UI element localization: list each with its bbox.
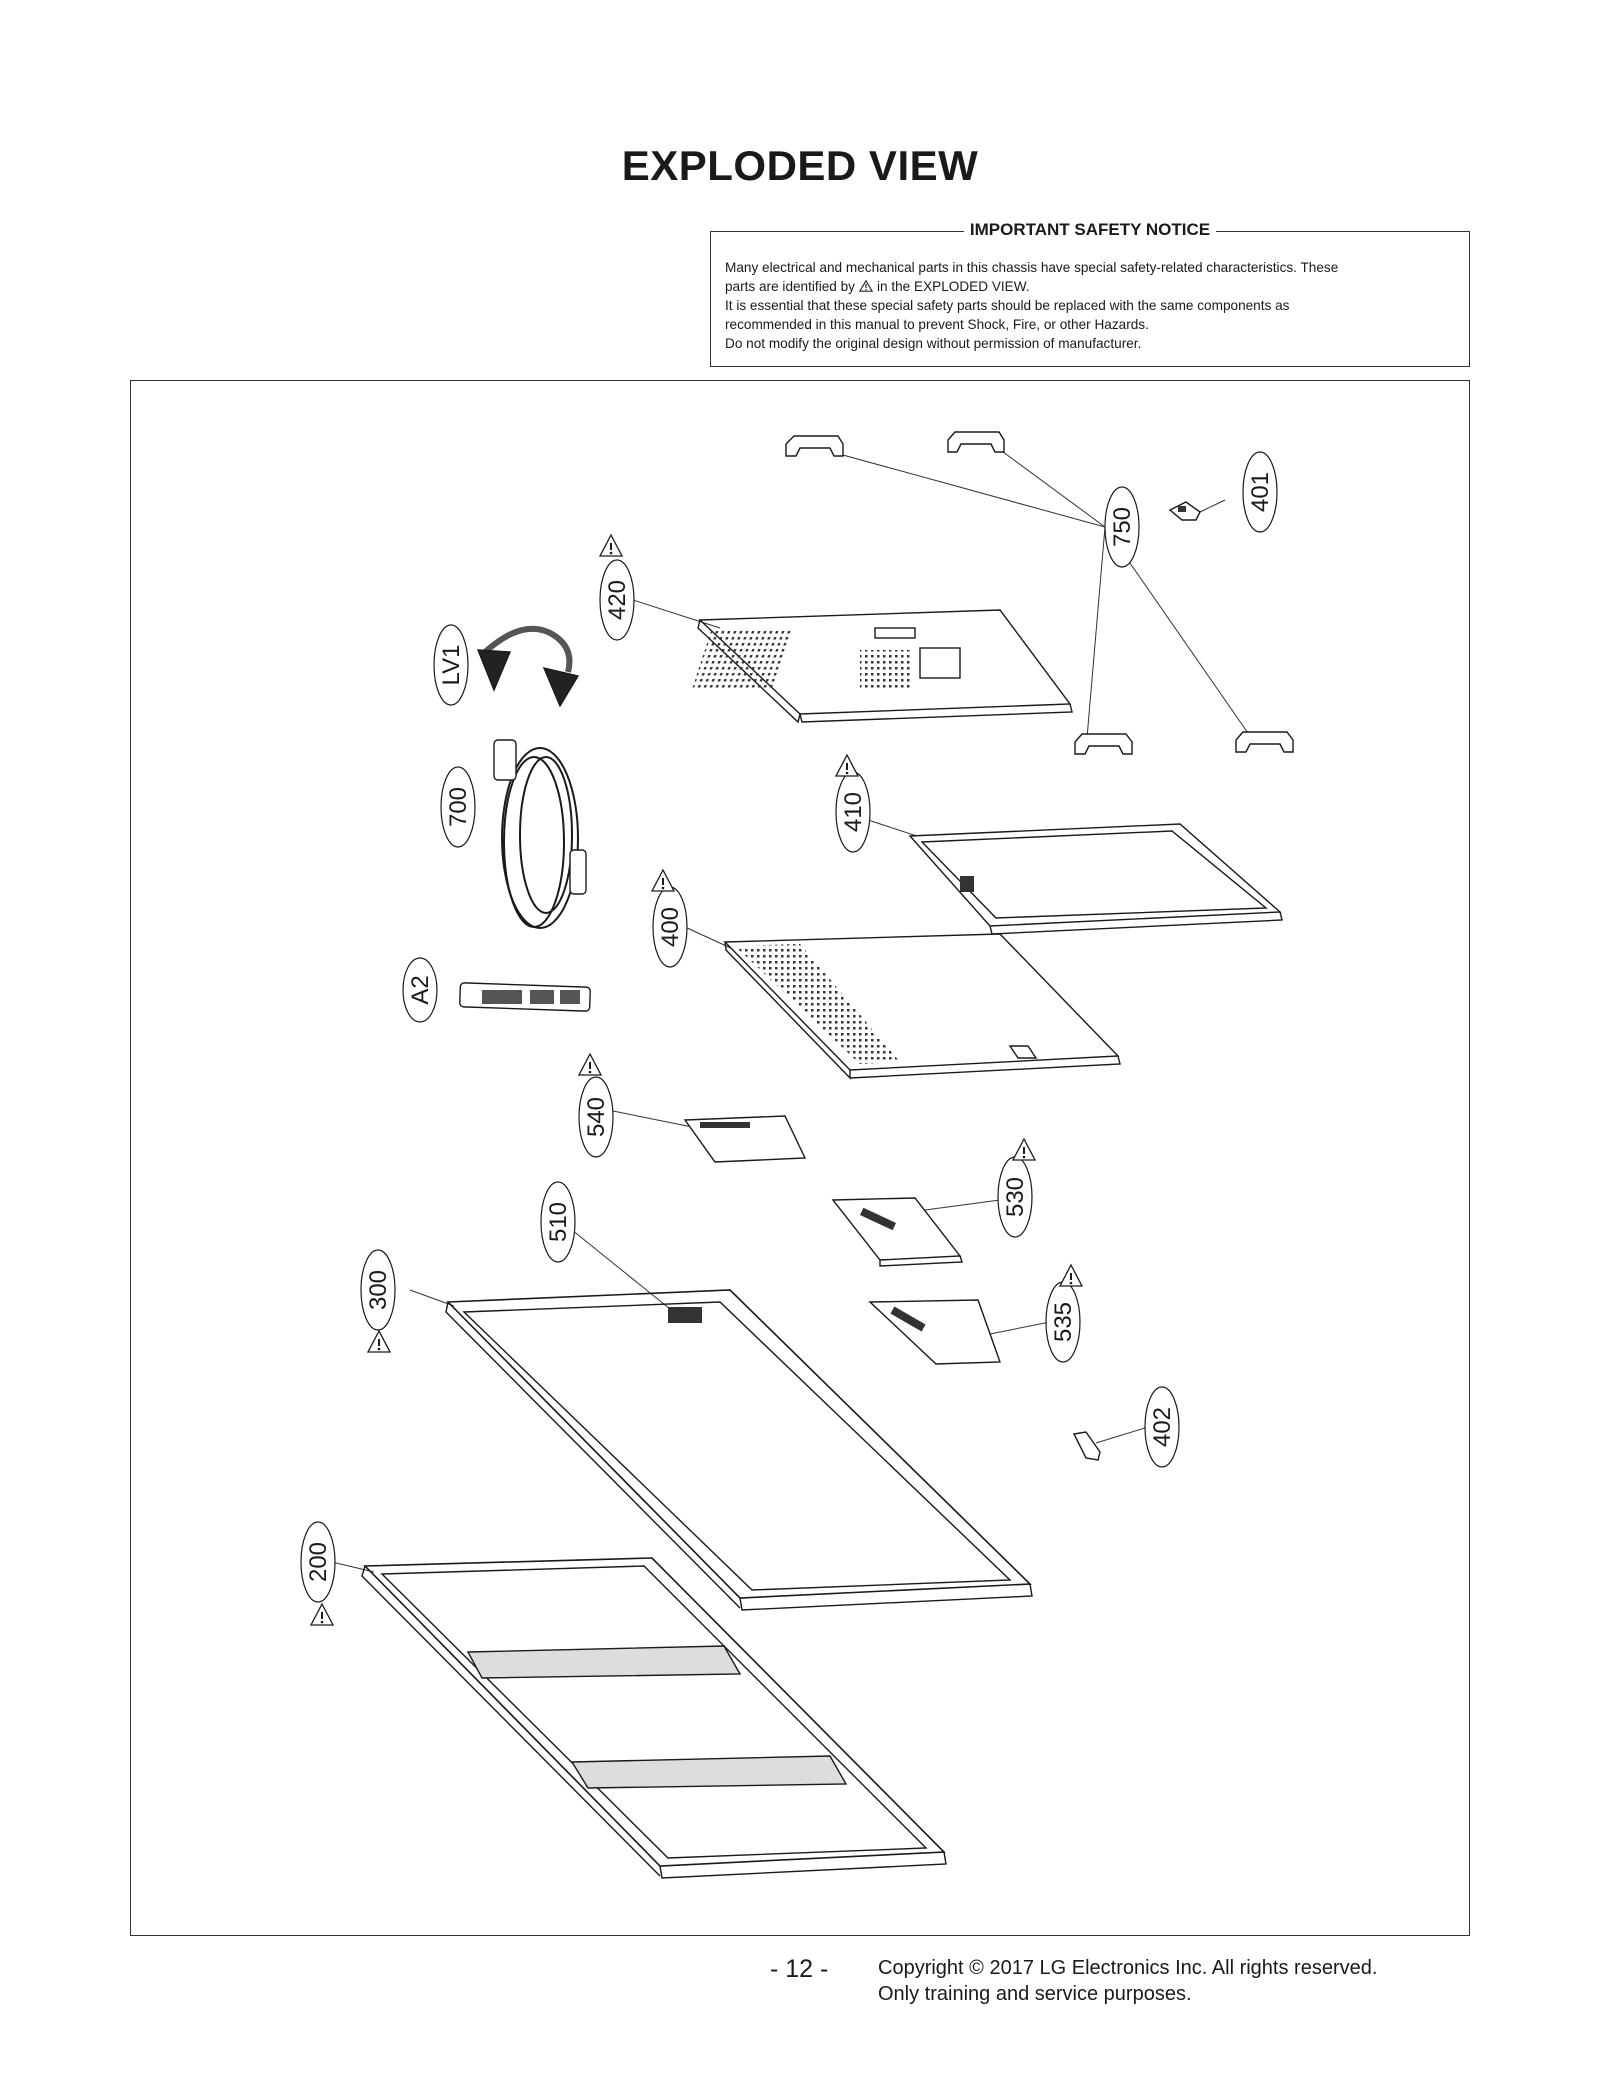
part-750-handle-b	[947, 431, 1005, 453]
part-540-board	[683, 1115, 807, 1163]
svg-text:510: 510	[545, 1202, 572, 1242]
part-LV1-cable	[476, 625, 580, 708]
copyright-line-2: Only training and service purposes.	[878, 1983, 1192, 2005]
leader-lines	[331, 445, 1251, 1573]
svg-text:200: 200	[305, 1542, 332, 1582]
callout-535: 535	[1045, 1264, 1083, 1363]
page-number: - 12 -	[770, 1955, 829, 1983]
callout-530: 530	[997, 1138, 1036, 1238]
notice-line-4: recommended in this manual to prevent Sh…	[725, 317, 1149, 332]
svg-text:400: 400	[657, 907, 684, 947]
callout-700: 700	[440, 766, 476, 848]
callout-510: 510	[540, 1181, 576, 1263]
safety-notice-box: IMPORTANT SAFETY NOTICE Many electrical …	[710, 220, 1470, 367]
svg-text:300: 300	[365, 1270, 392, 1310]
part-200-panel	[361, 1557, 947, 1879]
copyright-line-1: Copyright © 2017 LG Electronics Inc. All…	[878, 1957, 1378, 1979]
page-title: EXPLODED VIEW	[621, 142, 979, 189]
part-A2-remote	[459, 982, 591, 1012]
part-750-handle-c	[1074, 733, 1133, 755]
svg-text:540: 540	[583, 1097, 610, 1137]
svg-text:535: 535	[1050, 1302, 1077, 1342]
callout-540: 540	[578, 1053, 614, 1158]
callout-401: 401	[1242, 451, 1278, 533]
callout-750: 750	[1104, 486, 1140, 568]
notice-line-3: It is essential that these special safet…	[725, 298, 1290, 313]
callout-402: 402	[1144, 1386, 1180, 1468]
callout-400: 400	[651, 869, 688, 968]
safety-notice-body: Many electrical and mechanical parts in …	[725, 258, 1455, 353]
svg-text:402: 402	[1149, 1407, 1176, 1447]
svg-text:750: 750	[1109, 507, 1136, 547]
svg-text:530: 530	[1002, 1177, 1029, 1217]
callout-200: 200	[300, 1521, 336, 1626]
part-410-module	[908, 823, 1283, 935]
callout-LV1: LV1	[433, 624, 469, 706]
safety-notice-title: IMPORTANT SAFETY NOTICE	[963, 220, 1217, 239]
part-535-board	[868, 1299, 1001, 1365]
notice-line-5: Do not modify the original design withou…	[725, 336, 1142, 351]
diagram-frame	[130, 380, 1470, 1936]
part-530-board	[831, 1197, 963, 1267]
svg-text:420: 420	[604, 580, 631, 620]
part-750-handle-d	[1235, 731, 1294, 753]
callout-410: 410	[835, 754, 871, 853]
svg-text:LV1: LV1	[438, 645, 465, 686]
part-402-clip	[1072, 1431, 1101, 1461]
part-750-handle-a	[785, 435, 844, 457]
callout-A2: A2	[402, 957, 438, 1023]
callout-300: 300	[360, 1249, 396, 1353]
notice-line-1: Many electrical and mechanical parts in …	[725, 260, 1339, 275]
part-700-power-cord	[493, 739, 587, 929]
callout-420: 420	[599, 534, 635, 641]
svg-text:A2: A2	[407, 975, 434, 1004]
copyright-notice: Copyright © 2017 LG Electronics Inc. All…	[878, 1955, 1377, 2007]
part-401-bracket	[1168, 501, 1201, 521]
part-300-frame	[445, 1289, 1033, 1611]
svg-text:410: 410	[840, 792, 867, 832]
warning-triangle-icon	[858, 280, 873, 292]
svg-text:401: 401	[1247, 472, 1274, 512]
svg-text:700: 700	[445, 787, 472, 827]
part-400-module	[723, 933, 1121, 1080]
part-420-back-cover	[691, 609, 1073, 724]
